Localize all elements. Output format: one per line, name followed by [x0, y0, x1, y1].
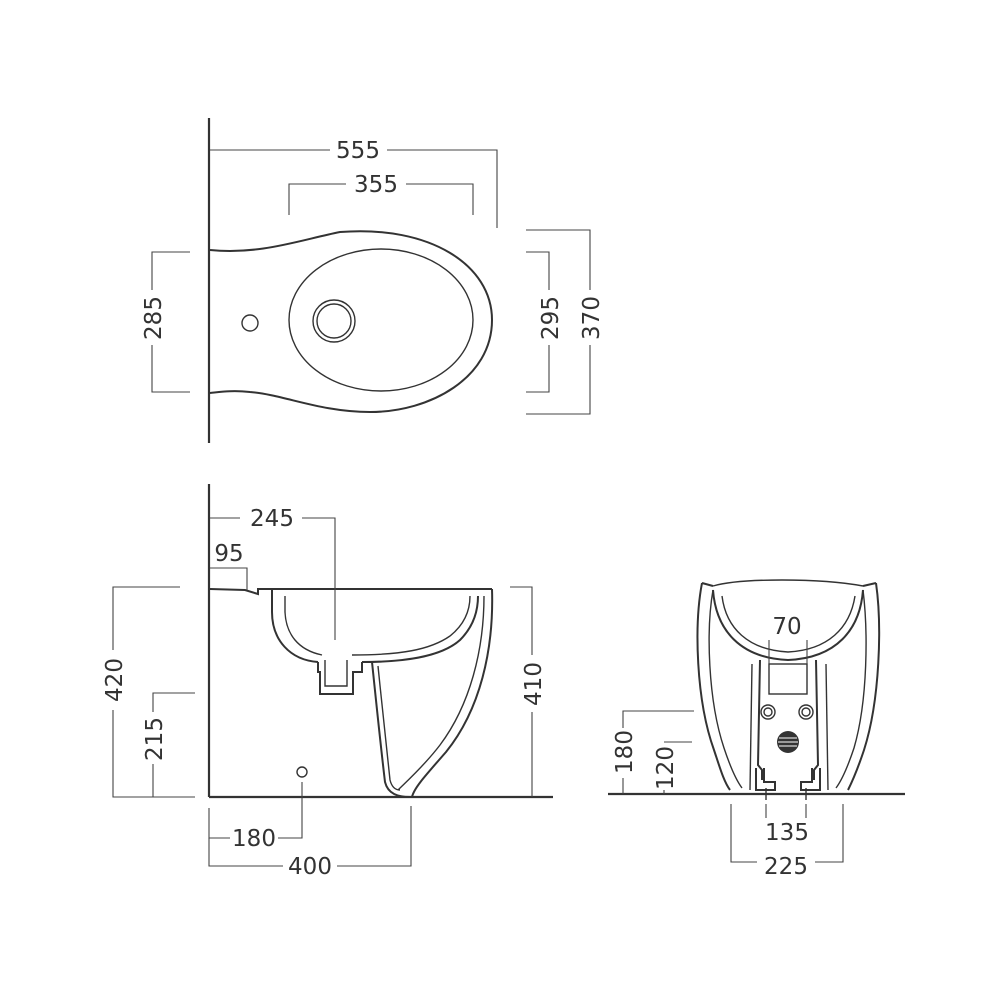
dim-label-135: 135 — [765, 820, 809, 846]
side-view-bowl-floor-inner — [351, 595, 471, 656]
dim-line-180-floor — [208, 808, 230, 839]
dim-label-355: 355 — [354, 172, 398, 198]
side-view-pedestal-rear-inner — [377, 665, 401, 791]
front-view-bracket-right — [800, 768, 821, 791]
front-view-bolt-left-inner — [763, 707, 773, 717]
front-view-pedestal-right-inner — [825, 663, 829, 791]
dim-label-420: 420 — [102, 658, 128, 702]
front-view-bolt-left-outer — [760, 704, 776, 720]
top-view-tap-hole — [241, 314, 259, 332]
dim-label-555: 555 — [336, 138, 380, 164]
dim-line-400-right — [337, 806, 412, 867]
top-view: 555 355 285 295 370 — [141, 118, 605, 443]
dim-line-420-bottom — [112, 710, 195, 798]
dim-line-180-front-top — [622, 710, 694, 728]
top-view-bowl — [288, 248, 474, 392]
dim-label-370: 370 — [579, 296, 605, 340]
dim-line-555-right — [387, 149, 498, 228]
side-view-front-shell — [411, 588, 494, 798]
front-view-inner-left — [708, 589, 743, 789]
front-view-rim-left — [701, 582, 714, 587]
front-view-pedestal-left — [756, 659, 763, 780]
dim-line-355-left — [288, 183, 346, 215]
side-view-bowl-floor — [361, 595, 479, 663]
side-view-bowl-inner — [284, 596, 323, 656]
dim-line-295-bottom — [526, 345, 550, 393]
dim-label-410: 410 — [521, 662, 547, 706]
dim-label-70: 70 — [772, 614, 801, 640]
dim-label-95: 95 — [214, 541, 243, 567]
dim-line-410-top — [510, 586, 533, 655]
front-view-bowl-outer — [712, 589, 864, 662]
side-view-front-shell-inner — [397, 595, 485, 791]
dim-line-355-right — [406, 183, 474, 215]
front-view-bowl-inner — [721, 595, 856, 653]
dim-label-180-floor: 180 — [232, 826, 276, 852]
side-view-rim — [209, 588, 492, 596]
dim-line-295-top — [526, 251, 550, 290]
side-view-drain — [317, 662, 363, 695]
front-view-bolt-right-inner — [801, 707, 811, 717]
front-view-pedestal-left-inner — [749, 663, 753, 791]
front-view-bolt-right-outer — [798, 704, 814, 720]
dim-line-180-floor-right — [278, 782, 303, 839]
front-view-bracket-left — [755, 768, 776, 791]
front-view-outer-left — [696, 582, 731, 791]
dim-line-370-bottom — [526, 345, 591, 415]
dim-label-225: 225 — [764, 854, 808, 880]
dim-line-95 — [210, 567, 248, 590]
dim-line-285-top — [151, 251, 190, 290]
top-view-outer-outline — [209, 230, 494, 414]
front-view: 70 180 120 135 225 — [608, 579, 905, 880]
side-view-drain-inner — [324, 660, 348, 687]
dim-line-245-right — [302, 517, 336, 640]
side-view: 245 95 420 215 410 180 400 — [102, 484, 553, 880]
dim-line-370-top — [526, 229, 591, 290]
side-view-fixing-hole — [296, 766, 308, 778]
dim-label-215: 215 — [142, 717, 168, 761]
top-view-drain-inner — [316, 303, 352, 339]
front-view-outlet-box — [768, 663, 808, 695]
front-view-inner-right — [835, 589, 867, 789]
dim-label-285: 285 — [141, 296, 167, 340]
dim-line-420-top — [112, 586, 180, 650]
front-view-outer-right — [847, 582, 881, 791]
dim-label-180-front: 180 — [612, 730, 638, 774]
side-view-bowl-outer — [271, 590, 319, 663]
front-view-pedestal-right — [813, 659, 820, 780]
dim-label-120: 120 — [653, 746, 679, 790]
dim-line-225-left — [730, 804, 757, 863]
dim-label-295: 295 — [538, 296, 564, 340]
dim-line-285-bottom — [151, 345, 190, 393]
front-view-rim-top — [712, 579, 864, 587]
side-view-pedestal-rear — [371, 661, 411, 798]
front-view-rim-right — [862, 582, 877, 587]
dim-line-400-left — [208, 838, 283, 867]
dim-line-225-right — [815, 804, 844, 863]
top-view-drain-outer — [312, 299, 356, 343]
dim-label-400: 400 — [288, 854, 332, 880]
dim-line-215-top — [152, 692, 195, 712]
dim-label-245: 245 — [250, 506, 294, 532]
